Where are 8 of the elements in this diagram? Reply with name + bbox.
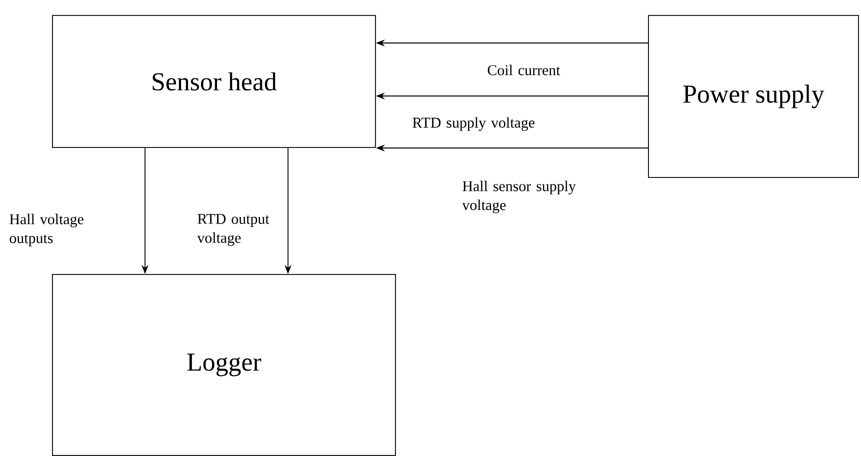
edge-label: Hall voltage outputs	[10, 214, 84, 246]
edge-label: Hall sensor supply voltage	[462, 180, 576, 214]
edge-label: RTD output voltage	[197, 214, 270, 246]
block-box: Logger	[52, 274, 396, 456]
edge-label: RTD supply voltage	[412, 117, 534, 131]
block-box: Sensor head	[52, 15, 376, 148]
block-box: Power supply	[648, 15, 859, 178]
edge-label: Coil current	[488, 64, 560, 76]
